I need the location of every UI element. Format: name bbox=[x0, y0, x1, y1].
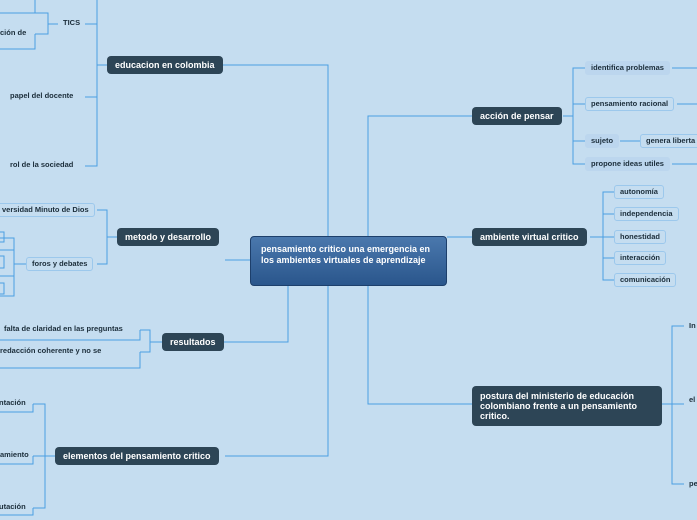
topic-accion-pensar[interactable]: acción de pensar bbox=[472, 107, 562, 125]
subtopic-label: TICS bbox=[63, 18, 81, 27]
topic-label: ambiente virtual critico bbox=[480, 232, 579, 242]
subtopic-pensamiento-racional[interactable]: pensamiento racional bbox=[585, 97, 675, 111]
subtopic-elementos-3[interactable]: utación bbox=[0, 501, 31, 515]
subtopic-label: foros y debates bbox=[32, 259, 88, 268]
subtopic-universidad[interactable]: versidad Minuto de Dios bbox=[0, 203, 95, 217]
topic-metodo-desarrollo[interactable]: metodo y desarrollo bbox=[117, 228, 220, 246]
subtopic-label: falta de claridad en las preguntas bbox=[4, 324, 123, 333]
subtopic-rol-sociedad[interactable]: rol de la sociedad bbox=[5, 159, 78, 173]
central-topic[interactable]: pensamiento critico una emergencia en lo… bbox=[250, 236, 447, 286]
subtopic-interaccion[interactable]: interacción bbox=[614, 251, 667, 265]
subtopic-label: interacción bbox=[620, 253, 661, 262]
subtopic-label: ción de bbox=[0, 28, 27, 37]
subtopic-label: pensamiento racional bbox=[591, 99, 669, 108]
subtopic-label: comunicación bbox=[620, 275, 671, 284]
subtopic-redaccion[interactable]: redacción coherente y no se bbox=[0, 345, 106, 359]
subtopic-label: versidad Minuto de Dios bbox=[2, 205, 89, 214]
subtopic-tics[interactable]: TICS bbox=[58, 17, 85, 31]
subtopic-postura-3[interactable]: pe bbox=[684, 478, 697, 492]
subtopic-honestidad[interactable]: honestidad bbox=[614, 230, 667, 244]
subtopic-label: identifica problemas bbox=[591, 63, 664, 72]
subtopic-label: propone ideas utiles bbox=[591, 159, 664, 168]
topic-postura-ministerio[interactable]: postura del ministerio de educación colo… bbox=[472, 386, 662, 426]
topic-label: educacion en colombia bbox=[115, 60, 215, 70]
subtopic-label: independencia bbox=[620, 209, 673, 218]
topic-label: metodo y desarrollo bbox=[125, 232, 212, 242]
subtopic-falta-claridad[interactable]: falta de claridad en las preguntas bbox=[0, 323, 128, 337]
subtopic-label: In bbox=[689, 321, 696, 330]
subtopic-elementos-2[interactable]: amiento bbox=[0, 449, 34, 463]
subtopic-label: amiento bbox=[0, 450, 29, 459]
subtopic-label: sujeto bbox=[591, 136, 614, 145]
subtopic-sujeto[interactable]: sujeto bbox=[585, 134, 620, 148]
topic-label: elementos del pensamiento critico bbox=[63, 451, 211, 461]
subtopic-label: rol de la sociedad bbox=[10, 160, 74, 169]
subtopic-propone-ideas[interactable]: propone ideas utiles bbox=[585, 157, 670, 171]
subtopic-genera-libertad[interactable]: genera liberta bbox=[640, 134, 697, 148]
topic-educacion-colombia[interactable]: educacion en colombia bbox=[107, 56, 223, 74]
subtopic-label: utación bbox=[0, 502, 26, 511]
subtopic-fragment[interactable]: ción de bbox=[0, 27, 31, 41]
subtopic-papel-docente[interactable]: papel del docente bbox=[5, 90, 78, 104]
topic-resultados[interactable]: resultados bbox=[162, 333, 224, 351]
topic-label: resultados bbox=[170, 337, 216, 347]
subtopic-autonomia[interactable]: autonomía bbox=[614, 185, 664, 199]
subtopic-postura-2[interactable]: el bbox=[684, 394, 697, 408]
subtopic-label: autonomía bbox=[620, 187, 658, 196]
subtopic-elementos-1[interactable]: ntación bbox=[0, 397, 31, 411]
subtopic-label: ntación bbox=[0, 398, 26, 407]
topic-label: postura del ministerio de educación colo… bbox=[480, 391, 638, 421]
subtopic-label: genera liberta bbox=[646, 136, 696, 145]
subtopic-foros-debates[interactable]: foros y debates bbox=[26, 257, 94, 271]
subtopic-label: honestidad bbox=[620, 232, 661, 241]
topic-ambiente-virtual[interactable]: ambiente virtual critico bbox=[472, 228, 587, 246]
subtopic-identifica-problemas[interactable]: identifica problemas bbox=[585, 61, 670, 75]
subtopic-label: pe bbox=[689, 479, 697, 488]
subtopic-label: el bbox=[689, 395, 696, 404]
subtopic-postura-1[interactable]: In bbox=[684, 320, 697, 334]
subtopic-label: redacción coherente y no se bbox=[0, 346, 102, 355]
subtopic-comunicacion[interactable]: comunicación bbox=[614, 273, 677, 287]
topic-elementos-pensamiento[interactable]: elementos del pensamiento critico bbox=[55, 447, 219, 465]
central-topic-label: pensamiento critico una emergencia en lo… bbox=[261, 244, 431, 265]
topic-label: acción de pensar bbox=[480, 111, 554, 121]
subtopic-independencia[interactable]: independencia bbox=[614, 207, 679, 221]
subtopic-label: papel del docente bbox=[10, 91, 74, 100]
